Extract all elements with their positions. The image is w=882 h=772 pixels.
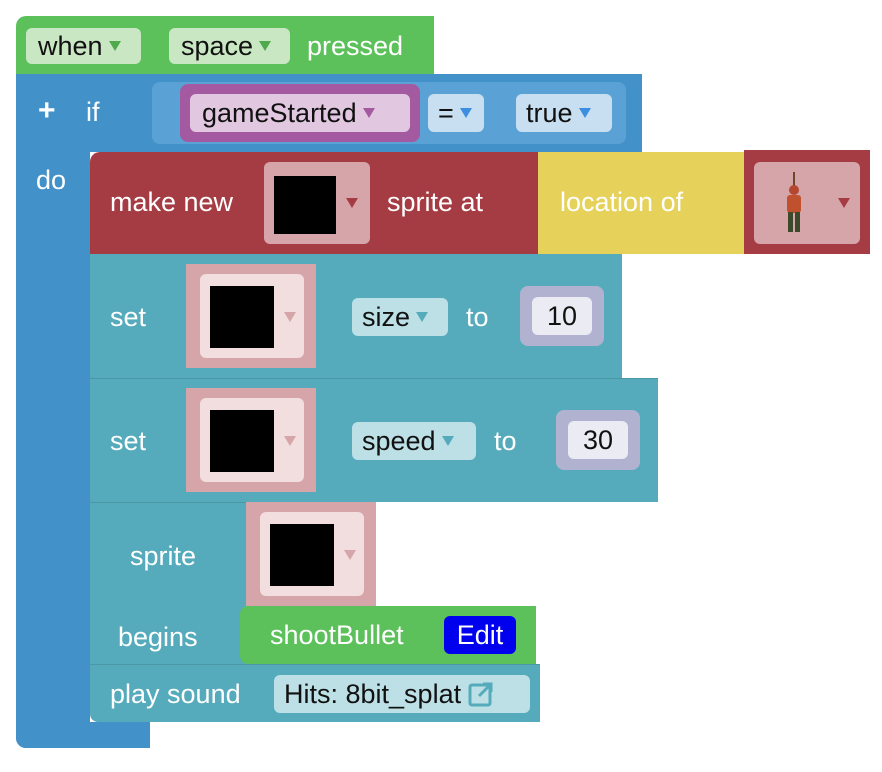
sprite-reporter[interactable] [186, 264, 316, 368]
set-size-block[interactable]: set size to 10 [90, 254, 622, 378]
if-label: if [86, 97, 100, 127]
chevron-down-icon [838, 198, 850, 208]
plus-icon[interactable]: + [38, 94, 56, 127]
soldier-sprite-icon [787, 172, 801, 232]
chevron-down-icon [346, 198, 358, 208]
number-block[interactable]: 30 [556, 410, 640, 470]
when-dropdown[interactable]: when [26, 28, 141, 64]
chevron-down-icon [416, 312, 429, 322]
operator-dropdown[interactable]: = [428, 94, 484, 132]
pressed-label: pressed [307, 31, 404, 61]
sprite-image-dropdown[interactable] [260, 512, 364, 596]
sprite-image [210, 410, 274, 472]
sprite-image-dropdown[interactable] [200, 274, 304, 358]
chevron-down-icon [578, 108, 591, 118]
number-value: 10 [546, 300, 578, 331]
sprite-image [274, 176, 336, 234]
chevron-down-icon [259, 41, 272, 51]
sprite-image-dropdown[interactable] [200, 398, 304, 482]
do-label: do [36, 165, 67, 195]
variable-dropdown[interactable]: gameStarted [190, 94, 410, 132]
external-link-icon [468, 682, 493, 707]
key-label: space [181, 30, 254, 61]
chevron-down-icon [284, 312, 296, 322]
set-speed-block[interactable]: set speed to 30 [90, 378, 658, 502]
function-name: shootBullet [270, 620, 404, 650]
sprite-label: sprite [130, 541, 197, 571]
set-label: set [110, 302, 147, 332]
chevron-down-icon [284, 436, 296, 446]
chevron-down-icon [441, 436, 454, 446]
boolean-value: true [526, 97, 573, 128]
sprite-at-label: sprite at [387, 187, 484, 217]
sound-picker[interactable]: Hits: 8bit_splat [274, 675, 530, 713]
function-call-block[interactable]: shootBullet Edit [240, 606, 536, 664]
set-label: set [110, 426, 147, 456]
property-label: size [362, 301, 411, 332]
when-label: when [38, 30, 103, 61]
operator-label: = [438, 97, 454, 128]
to-label: to [494, 426, 517, 456]
location-of-label: location of [560, 187, 684, 217]
edit-button[interactable]: Edit [444, 616, 516, 654]
sprite-reporter[interactable] [246, 502, 376, 606]
edit-label: Edit [456, 619, 504, 650]
sprite-image [210, 286, 274, 348]
sprite-begins-block[interactable]: sprite begins [90, 502, 250, 664]
boolean-dropdown[interactable]: true [516, 94, 612, 132]
number-block[interactable]: 10 [520, 286, 604, 346]
variable-name: gameStarted [202, 97, 357, 128]
make-new-label: make new [110, 187, 234, 217]
when-key-pressed-block[interactable]: when space pressed [16, 16, 434, 74]
sprite-image [270, 524, 334, 586]
location-of-block[interactable]: location of [538, 152, 744, 254]
chevron-down-icon [344, 550, 356, 560]
if-block-bottom [16, 722, 150, 748]
number-input[interactable]: 30 [568, 421, 628, 459]
sound-name: Hits: 8bit_splat [284, 678, 462, 709]
sprite-reporter[interactable] [186, 388, 316, 492]
number-input[interactable]: 10 [532, 297, 592, 335]
property-dropdown[interactable]: size [352, 298, 448, 336]
begins-label: begins [118, 622, 198, 652]
to-label: to [466, 302, 489, 332]
chevron-down-icon [108, 41, 121, 51]
number-value: 30 [582, 424, 614, 455]
property-dropdown[interactable]: speed [352, 422, 476, 460]
property-label: speed [362, 425, 436, 456]
chevron-down-icon [362, 108, 375, 118]
make-new-sprite-block[interactable]: make new sprite at [90, 152, 538, 254]
play-sound-label: play sound [110, 679, 241, 709]
chevron-down-icon [459, 108, 472, 118]
sprite-picker-block[interactable] [744, 150, 870, 254]
key-dropdown[interactable]: space [169, 28, 290, 64]
location-sprite-dropdown[interactable] [754, 162, 860, 244]
variable-block[interactable]: gameStarted [180, 84, 420, 142]
if-block-left-arm [16, 152, 90, 748]
sprite-image-dropdown[interactable] [264, 162, 370, 244]
play-sound-block[interactable]: play sound Hits: 8bit_splat [90, 664, 540, 722]
